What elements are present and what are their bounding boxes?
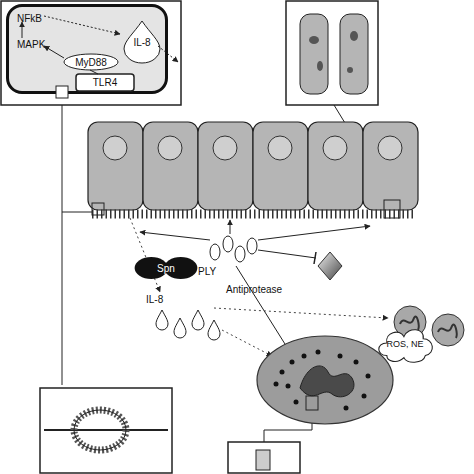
adaptor-oval: MyD88 bbox=[63, 53, 119, 71]
il8-droplet bbox=[174, 318, 186, 338]
nucleus bbox=[323, 136, 347, 160]
granule bbox=[290, 360, 295, 365]
dna-squiggle bbox=[438, 325, 457, 338]
oval-outline bbox=[64, 54, 118, 70]
epithelial-cell bbox=[308, 122, 363, 210]
nucleus bbox=[103, 136, 127, 160]
leader-line bbox=[62, 212, 92, 213]
nucleus bbox=[378, 136, 402, 160]
inset-frame bbox=[1, 1, 181, 105]
cloud-outline bbox=[379, 330, 433, 362]
inhibition-line bbox=[258, 250, 316, 258]
granule bbox=[294, 400, 299, 405]
vesicle bbox=[347, 67, 353, 73]
nucleus bbox=[300, 366, 354, 397]
epithelial-cell bbox=[88, 122, 143, 210]
tight-junction-ring bbox=[74, 410, 126, 450]
zoom-marker bbox=[306, 396, 318, 410]
nucleus bbox=[268, 136, 292, 160]
toxin-symbol bbox=[210, 244, 220, 260]
annotation-label: IL-8 bbox=[146, 294, 163, 305]
node-text: MAPK bbox=[17, 39, 45, 50]
granule bbox=[274, 382, 279, 387]
annotation-label: Antiprotease bbox=[226, 284, 282, 295]
pneumolysin-toxins bbox=[210, 236, 257, 262]
vesicle bbox=[350, 31, 358, 41]
vesicle bbox=[309, 36, 319, 44]
granule bbox=[338, 354, 343, 359]
granule bbox=[302, 354, 307, 359]
node-text: TLR4 bbox=[93, 77, 117, 88]
bacterium-shape: Spn bbox=[134, 256, 198, 280]
neutrophil bbox=[257, 336, 393, 424]
inset-frame bbox=[228, 442, 300, 473]
tight-junction-ring bbox=[74, 410, 126, 450]
dna-squiggle bbox=[400, 317, 419, 330]
effect-arrow bbox=[140, 232, 210, 240]
bacterium bbox=[432, 314, 464, 346]
epithelial-cell bbox=[300, 14, 328, 94]
granule bbox=[366, 374, 371, 379]
signal-arrow bbox=[214, 308, 388, 318]
nucleus bbox=[213, 136, 237, 160]
inhibition-bar bbox=[314, 252, 316, 264]
granule bbox=[280, 370, 285, 375]
inset-frame bbox=[40, 388, 172, 473]
receptor-symbol bbox=[256, 450, 270, 470]
release-cloud: ROS, NE bbox=[374, 324, 436, 364]
box-outline bbox=[76, 74, 134, 91]
antiprotease-diamond bbox=[318, 252, 342, 280]
cilia bbox=[92, 210, 414, 219]
node-text: NFkB bbox=[17, 13, 42, 24]
toxin-symbol bbox=[235, 246, 245, 262]
epithelium bbox=[88, 122, 418, 214]
granules bbox=[274, 350, 371, 411]
annotation-label: PLY bbox=[198, 266, 216, 277]
receptor-box: TLR4 bbox=[75, 73, 135, 92]
signal-arrow bbox=[130, 218, 160, 292]
granule bbox=[286, 384, 291, 389]
droplet-outline bbox=[124, 21, 160, 63]
node-text: MyD88 bbox=[75, 57, 107, 68]
granule bbox=[316, 350, 321, 355]
zoom-marker bbox=[92, 203, 104, 215]
cell-box: NFkB MAPK MyD88TLR4 IL-8 bbox=[6, 4, 168, 94]
granule bbox=[354, 360, 359, 365]
signal-arrow bbox=[222, 330, 272, 356]
epithelial-cell bbox=[363, 122, 418, 210]
cytokine-droplet: IL-8 bbox=[121, 19, 163, 65]
effect-arrow bbox=[236, 266, 290, 352]
node-text: IL-8 bbox=[133, 37, 150, 48]
il8-droplet bbox=[208, 320, 220, 340]
epithelial-cell bbox=[340, 14, 368, 94]
effect-arrow bbox=[258, 226, 370, 240]
granule bbox=[362, 394, 367, 399]
nucleus bbox=[158, 136, 182, 160]
granule bbox=[344, 406, 349, 411]
il8-droplet bbox=[192, 310, 204, 330]
epithelial-cell bbox=[143, 122, 198, 210]
vesicle bbox=[317, 61, 323, 71]
effect-arrow bbox=[230, 220, 231, 234]
inset-frame bbox=[286, 1, 378, 105]
node-text: Spn bbox=[157, 263, 175, 274]
leader-line bbox=[62, 105, 63, 385]
membrane-line bbox=[44, 429, 168, 431]
node-text: ROS, NE bbox=[386, 339, 423, 350]
toxin-symbol bbox=[223, 236, 233, 252]
il8-droplet bbox=[156, 310, 168, 330]
epithelial-cell bbox=[253, 122, 308, 210]
epithelial-cell bbox=[198, 122, 253, 210]
zoom-marker bbox=[384, 200, 400, 218]
toxin-symbol bbox=[247, 238, 257, 254]
